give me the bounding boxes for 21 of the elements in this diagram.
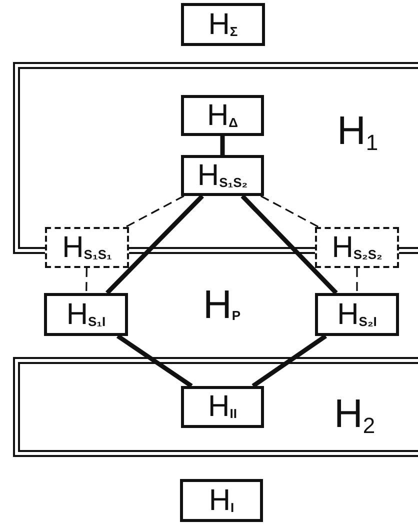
dashed-box: H$_{S₂S₂}$: [315, 227, 399, 268]
dashed-line: [356, 268, 358, 293]
term-box: H$_{S₁S₂}$: [181, 155, 264, 196]
term-box: H$_{S₂I}$: [315, 293, 399, 336]
dashed-line: [86, 268, 88, 294]
region-label: H$_{2}$: [334, 394, 376, 437]
term-box: H$_{S₁I}$: [44, 293, 128, 336]
term-box: H$_{Σ}$: [181, 3, 265, 46]
region-label: H$_{1}$: [337, 111, 378, 154]
connector-line: [240, 194, 338, 295]
dashed-line: [260, 195, 320, 228]
connector-line: [106, 194, 204, 295]
term-box: H$_{Δ}$: [181, 95, 264, 136]
dashed-line: [125, 195, 184, 228]
dashed-box: H$_{S₁S₁}$: [45, 227, 129, 268]
region-frame: [13, 357, 418, 457]
term-box: H$_{I}$: [180, 479, 263, 522]
term-box: H$_{II}$: [181, 386, 264, 428]
connector-line: [220, 136, 225, 155]
connector-line: [116, 334, 193, 388]
connector-line: [252, 334, 328, 388]
